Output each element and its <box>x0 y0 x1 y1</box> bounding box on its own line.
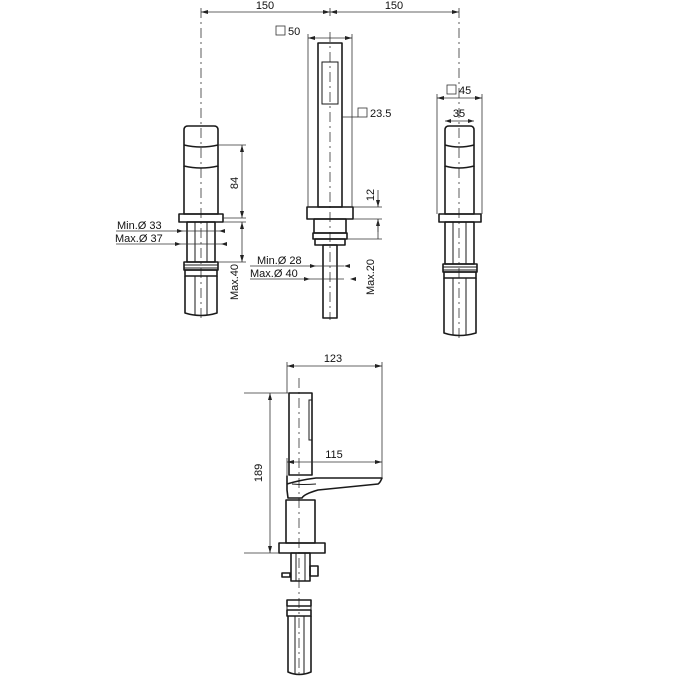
dim-handle-square: 23.5 <box>370 108 391 120</box>
dim-base-square: 45 <box>459 85 471 97</box>
dim-handle-height: 84 <box>229 177 241 189</box>
right-mixer-handle <box>438 8 482 340</box>
dim-spout-reach: 115 <box>325 449 343 461</box>
side-view-spout <box>278 378 383 678</box>
dim-left-spacing: 150 <box>256 0 274 12</box>
dim-total-height: 189 <box>253 464 265 482</box>
square-symbol <box>275 25 286 36</box>
left-mixer-handle <box>178 8 224 320</box>
center-hole-min: Min.Ø 28 <box>257 255 302 267</box>
top-dimensions: 150 150 50 23.5 45 35 84 <box>115 0 483 300</box>
center-deck-thickness: Max.20 <box>365 259 377 295</box>
square-symbol <box>357 107 368 118</box>
center-hole-max: Max.Ø 40 <box>250 268 298 280</box>
side-dimensions: 123 115 189 <box>244 353 383 554</box>
square-symbol <box>446 84 457 95</box>
dim-right-spacing: 150 <box>385 0 403 12</box>
left-deck-thickness: Max.40 <box>229 264 241 300</box>
dim-flange-height: 12 <box>365 189 377 201</box>
dim-holder-square: 50 <box>288 26 300 38</box>
left-hole-max: Max.Ø 37 <box>115 233 163 245</box>
dim-handle-width: 35 <box>453 108 465 120</box>
dim-total-depth: 123 <box>324 353 342 365</box>
handshower-assembly <box>306 32 354 320</box>
left-hole-min: Min.Ø 33 <box>117 220 162 232</box>
